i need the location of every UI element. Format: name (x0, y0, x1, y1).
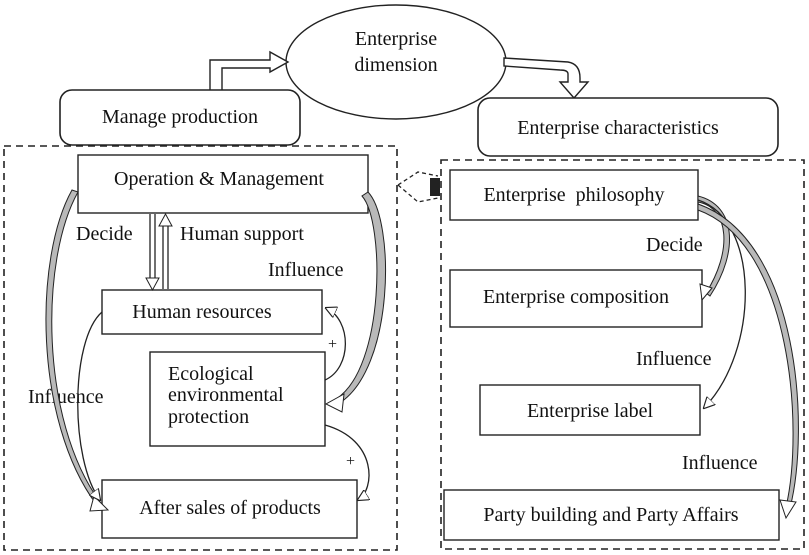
influence-label-right-mid: Influence (636, 348, 712, 370)
production-group-frame (3, 145, 398, 551)
ecological-protection-line-2: environmental (168, 384, 284, 406)
philosophy-to-label-arrow (697, 199, 746, 408)
influence-label-right-low: Influence (682, 452, 758, 474)
ecological-to-after-sales-arrow (324, 424, 369, 500)
decide-human-support-arrows (145, 212, 173, 292)
enterprise-composition-label: Enterprise composition (483, 286, 669, 308)
human-resources-to-after-sales-arrow (77, 311, 103, 500)
operation-management-label: Operation & Management (114, 168, 324, 190)
after-sales-label: After sales of products (139, 497, 321, 519)
party-building-box (443, 489, 780, 541)
block-arrow-to-ellipse (209, 50, 290, 93)
human-resources-box (101, 289, 323, 335)
after-sales-box (101, 479, 358, 539)
ecological-protection-box (149, 351, 326, 447)
ecological-protection-line-1: Ecological (168, 363, 254, 385)
enterprise-philosophy-box (449, 169, 699, 221)
ecological-to-human-resources-arrow (325, 308, 346, 381)
influence-label-left: Influence (28, 386, 104, 408)
enterprise-dimension-line-2: dimension (354, 54, 437, 76)
enterprise-composition-box (449, 269, 703, 328)
block-arrow-to-characteristics (503, 57, 590, 100)
manage-production-box (59, 89, 301, 146)
decide-label-right: Decide (646, 234, 703, 256)
group-link-arrow (397, 171, 440, 203)
enterprise-dimension-line-1: Enterprise (355, 28, 437, 50)
influence-label-top-left: Influence (268, 259, 344, 281)
human-resources-label: Human resources (132, 301, 272, 323)
enterprise-philosophy-label: Enterprise philosophy (483, 184, 664, 206)
ecological-protection-line-3: protection (168, 406, 249, 428)
operation-management-box (77, 154, 369, 214)
decide-label-left: Decide (76, 223, 133, 245)
enterprise-label-label: Enterprise label (527, 400, 653, 422)
enterprise-characteristics-label: Enterprise characteristics (517, 117, 719, 139)
plus-label-2: + (346, 453, 355, 470)
party-building-label: Party building and Party Affairs (483, 504, 738, 526)
human-support-label: Human support (180, 223, 304, 245)
enterprise-label-box (479, 384, 701, 436)
characteristics-group-frame (440, 159, 805, 550)
manage-production-label: Manage production (102, 106, 258, 128)
operation-to-ecological-arrow (335, 191, 386, 405)
enterprise-characteristics-box (477, 97, 779, 157)
plus-label-1: + (328, 336, 337, 353)
